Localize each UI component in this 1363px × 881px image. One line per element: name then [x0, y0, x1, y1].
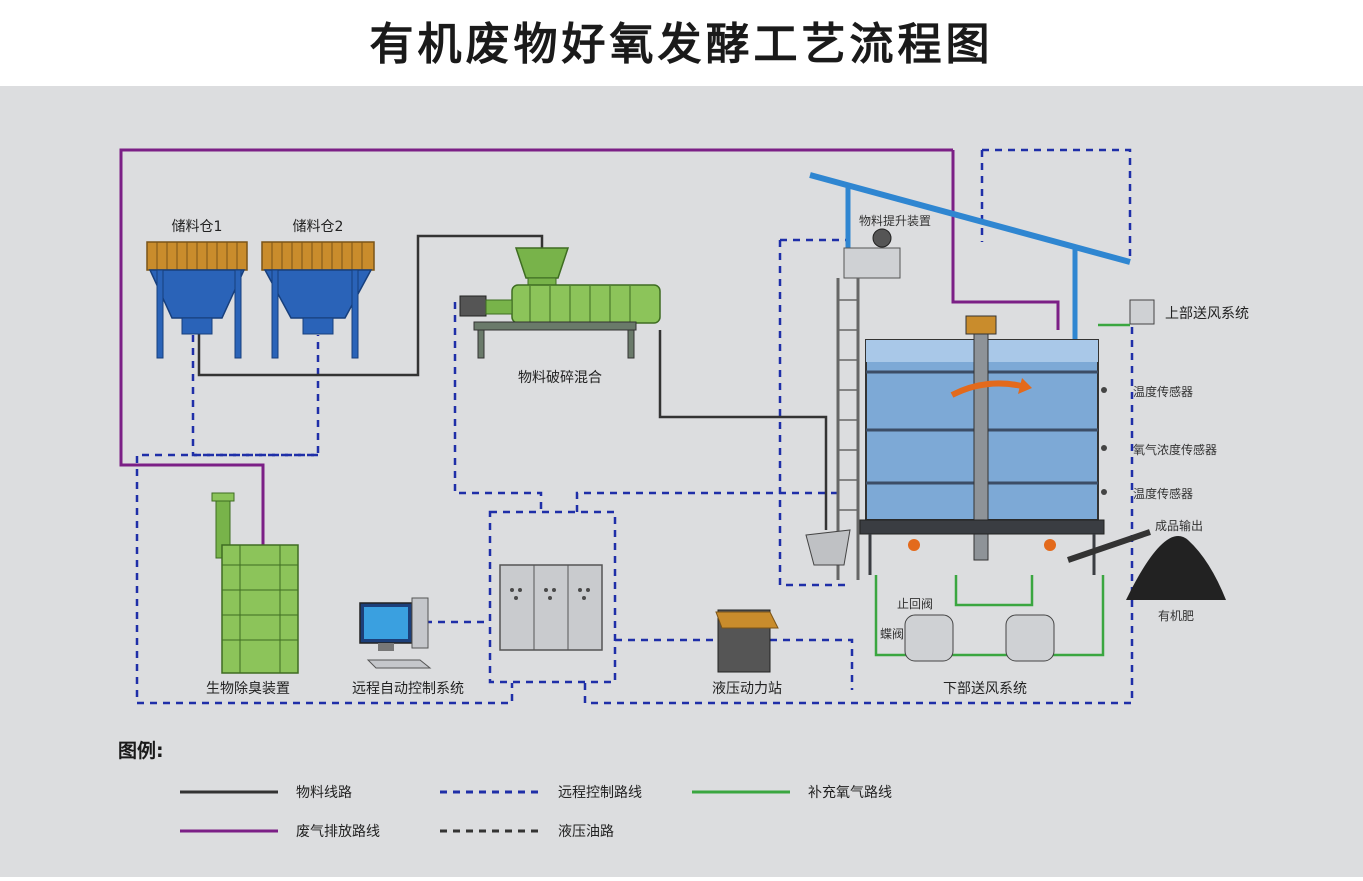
temp-sensor-1-label: 温度传感器: [1133, 384, 1193, 399]
remote-control-computer: 远程自动控制系统: [352, 597, 464, 697]
material-lines: [197, 234, 828, 530]
control-lines: [135, 148, 1134, 705]
output-label: 成品输出: [1155, 518, 1203, 533]
legend-title: 图例:: [118, 739, 164, 762]
svg-text:物料线路: 物料线路: [296, 785, 352, 801]
legend: 图例: 物料线路 远程控制路线 补充氧气路线 废气排放路线 液压油路: [118, 739, 892, 840]
silo-2-label: 储料仓2: [293, 219, 344, 235]
control-cabinet: [499, 564, 603, 651]
legend-item-exhaust: 废气排放路线: [180, 824, 380, 840]
lower-fan-label: 下部送风系统: [943, 681, 1027, 697]
upper-fan-label: 上部送风系统: [1165, 306, 1249, 322]
hydraulic-station: 液压动力站: [712, 609, 782, 697]
remote-control-label: 远程自动控制系统: [352, 681, 464, 697]
svg-text:补充氧气路线: 补充氧气路线: [808, 785, 892, 801]
svg-text:液压油路: 液压油路: [558, 824, 614, 840]
oxygen-sensor-label: 氧气浓度传感器: [1133, 442, 1217, 457]
svg-text:远程控制路线: 远程控制路线: [558, 785, 642, 801]
silo-1-label: 储料仓1: [172, 219, 223, 235]
legend-item-oxygen: 补充氧气路线: [692, 785, 892, 801]
temp-sensor-2-label: 温度传感器: [1133, 486, 1193, 501]
crusher-label: 物料破碎混合: [518, 370, 602, 386]
storage-silo-1: 储料仓1: [146, 219, 248, 359]
lift-label: 物料提升装置: [859, 213, 931, 228]
fertilizer-label: 有机肥: [1158, 609, 1194, 623]
deodorizer-label: 生物除臭装置: [206, 681, 290, 697]
legend-item-hydraulic: 液压油路: [440, 824, 614, 840]
bio-deodorizer: 生物除臭装置: [206, 492, 299, 697]
check-valve-label: 止回阀: [897, 597, 933, 611]
butterfly-valve-label: 蝶阀: [880, 626, 904, 641]
storage-silo-2: 储料仓2: [261, 219, 375, 359]
process-diagram: 储料仓1 储料仓2 物料破碎混合: [118, 148, 1249, 840]
legend-item-control: 远程控制路线: [440, 785, 642, 801]
svg-text:废气排放路线: 废气排放路线: [296, 824, 380, 840]
page-title: 有机废物好氧发酵工艺流程图: [369, 19, 994, 70]
crusher-mixer: 物料破碎混合: [459, 247, 661, 386]
legend-item-material: 物料线路: [180, 785, 352, 801]
hydraulic-label: 液压动力站: [712, 681, 782, 697]
diagram-panel: 储料仓1 储料仓2 物料破碎混合: [0, 86, 1363, 877]
fermentation-tank: 物料提升装置 上部送风系统 温度传感器 氧气浓度传感器 温度传感器: [805, 172, 1249, 697]
exhaust-lines: [119, 148, 1060, 545]
